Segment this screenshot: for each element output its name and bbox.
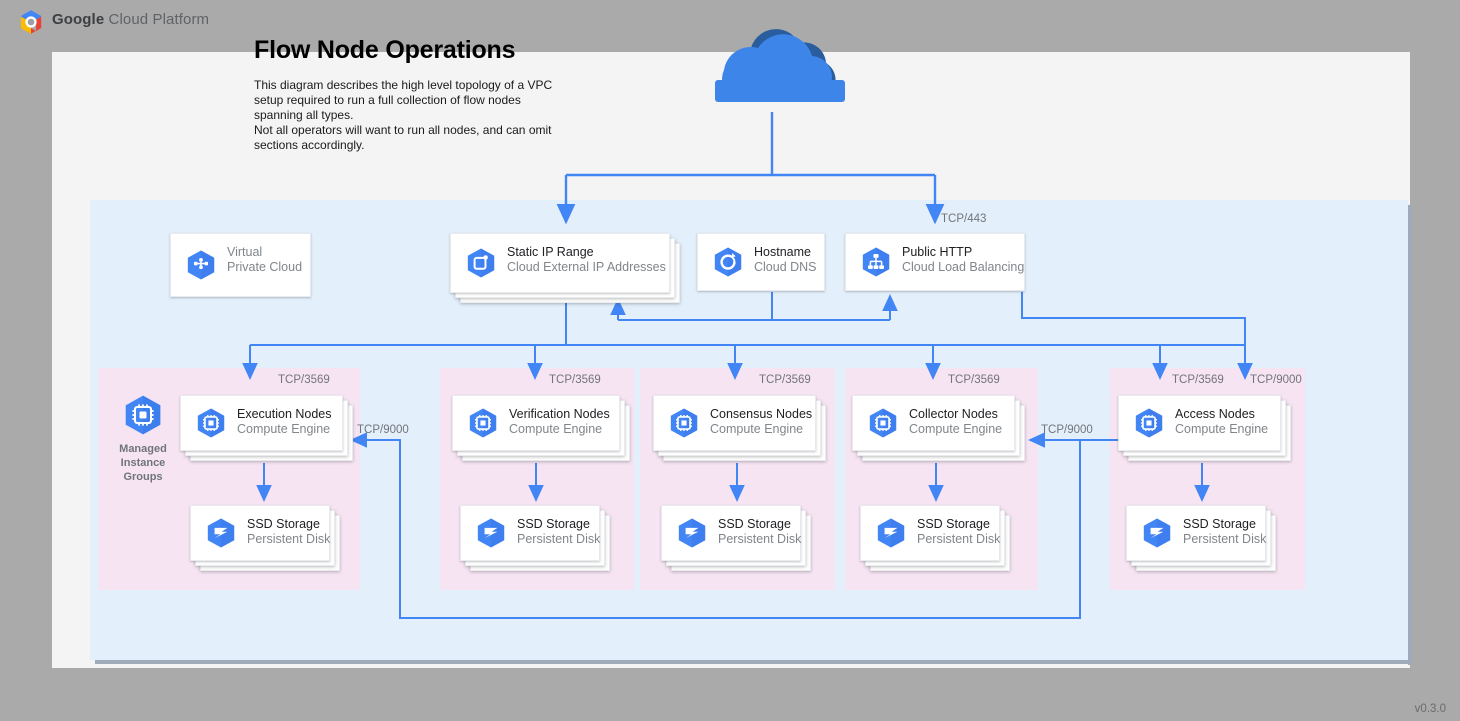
port-label-tcp3569-collector: TCP/3569	[948, 374, 1000, 386]
card-subtitle: Cloud Load Balancing	[902, 260, 1025, 274]
card-subtitle: Compute Engine	[1175, 422, 1269, 436]
port-label-tcp3569-verification: TCP/3569	[549, 374, 601, 386]
card-subtitle: Compute Engine	[710, 422, 804, 436]
gcp-brand-rest: Cloud Platform	[104, 11, 210, 28]
static-ip-icon	[465, 247, 497, 279]
card-subtitle: Persistent Disk	[718, 532, 802, 546]
card-title: Collector Nodes	[909, 407, 998, 421]
port-label-tcp9000-access-in: TCP/9000	[1250, 374, 1302, 386]
persistent-disk-icon	[205, 517, 237, 549]
persistent-disk-icon	[475, 517, 507, 549]
card-subtitle: Cloud External IP Addresses	[507, 260, 666, 274]
card-title: SSD Storage	[917, 517, 990, 531]
vpc-zone-shadow-right	[1408, 205, 1412, 665]
card-subtitle: Persistent Disk	[247, 532, 331, 546]
gcp-brand-bold: Google	[52, 11, 105, 28]
mig-label-line: Managed	[119, 443, 167, 455]
card-subtitle: Persistent Disk	[517, 532, 601, 546]
card-title: SSD Storage	[247, 517, 320, 531]
compute-engine-icon	[668, 407, 700, 439]
persistent-disk-icon	[875, 517, 907, 549]
load-balancer-icon	[860, 246, 892, 278]
card-title: Consensus Nodes	[710, 407, 813, 421]
mig-label-line: Instance	[120, 457, 166, 469]
compute-engine-icon	[122, 394, 164, 436]
port-label-tcp3569-access: TCP/3569	[1172, 374, 1224, 386]
card-subtitle: Compute Engine	[909, 422, 1003, 436]
card-title: SSD Storage	[517, 517, 590, 531]
port-label-tcp9000-execution: TCP/9000	[357, 424, 409, 436]
card-subtitle: Persistent Disk	[917, 532, 1001, 546]
card-title: Public HTTP	[902, 245, 973, 259]
port-label-tcp443-lb: TCP/443	[941, 213, 987, 225]
gcp-header: Google Cloud Platform	[0, 0, 1460, 52]
page-title: Flow Node Operations	[254, 36, 516, 64]
card-title: SSD Storage	[718, 517, 791, 531]
gcp-hexagon-logo-icon	[16, 7, 46, 37]
cloud-icon	[680, 18, 866, 113]
page-description-line: This diagram describes the high level to…	[254, 78, 553, 122]
compute-engine-icon	[867, 407, 899, 439]
vpc-icon	[185, 249, 217, 281]
card-title: SSD Storage	[1183, 517, 1256, 531]
port-label-tcp3569-execution: TCP/3569	[278, 374, 330, 386]
page-description-line: Not all operators will want to run all n…	[254, 123, 552, 152]
card-subtitle: Compute Engine	[509, 422, 603, 436]
compute-engine-icon	[1133, 407, 1165, 439]
card-title: Access Nodes	[1175, 407, 1255, 421]
card-title: Verification Nodes	[509, 407, 610, 421]
card-subtitle: Cloud DNS	[754, 260, 817, 274]
compute-engine-icon	[467, 407, 499, 439]
compute-engine-icon	[195, 407, 227, 439]
card-title: Static IP Range	[507, 245, 594, 259]
version-label: v0.3.0	[1414, 703, 1446, 715]
card-title: Virtual	[227, 245, 263, 259]
vpc-zone-shadow-bottom	[95, 660, 1412, 664]
cloud-dns-icon	[712, 246, 744, 278]
persistent-disk-icon	[676, 517, 708, 549]
card-subtitle: Persistent Disk	[1183, 532, 1267, 546]
mig-label-line: Groups	[123, 471, 163, 483]
card-title: Hostname	[754, 245, 811, 259]
card-subtitle: Compute Engine	[237, 422, 331, 436]
gcp-brand-label: Google Cloud Platform	[52, 11, 209, 28]
card-title: Execution Nodes	[237, 407, 332, 421]
card-subtitle: Private Cloud	[227, 260, 303, 274]
page-description: This diagram describes the high level to…	[254, 78, 554, 153]
port-label-tcp9000-collector: TCP/9000	[1041, 424, 1093, 436]
persistent-disk-icon	[1141, 517, 1173, 549]
port-label-tcp3569-consensus: TCP/3569	[759, 374, 811, 386]
